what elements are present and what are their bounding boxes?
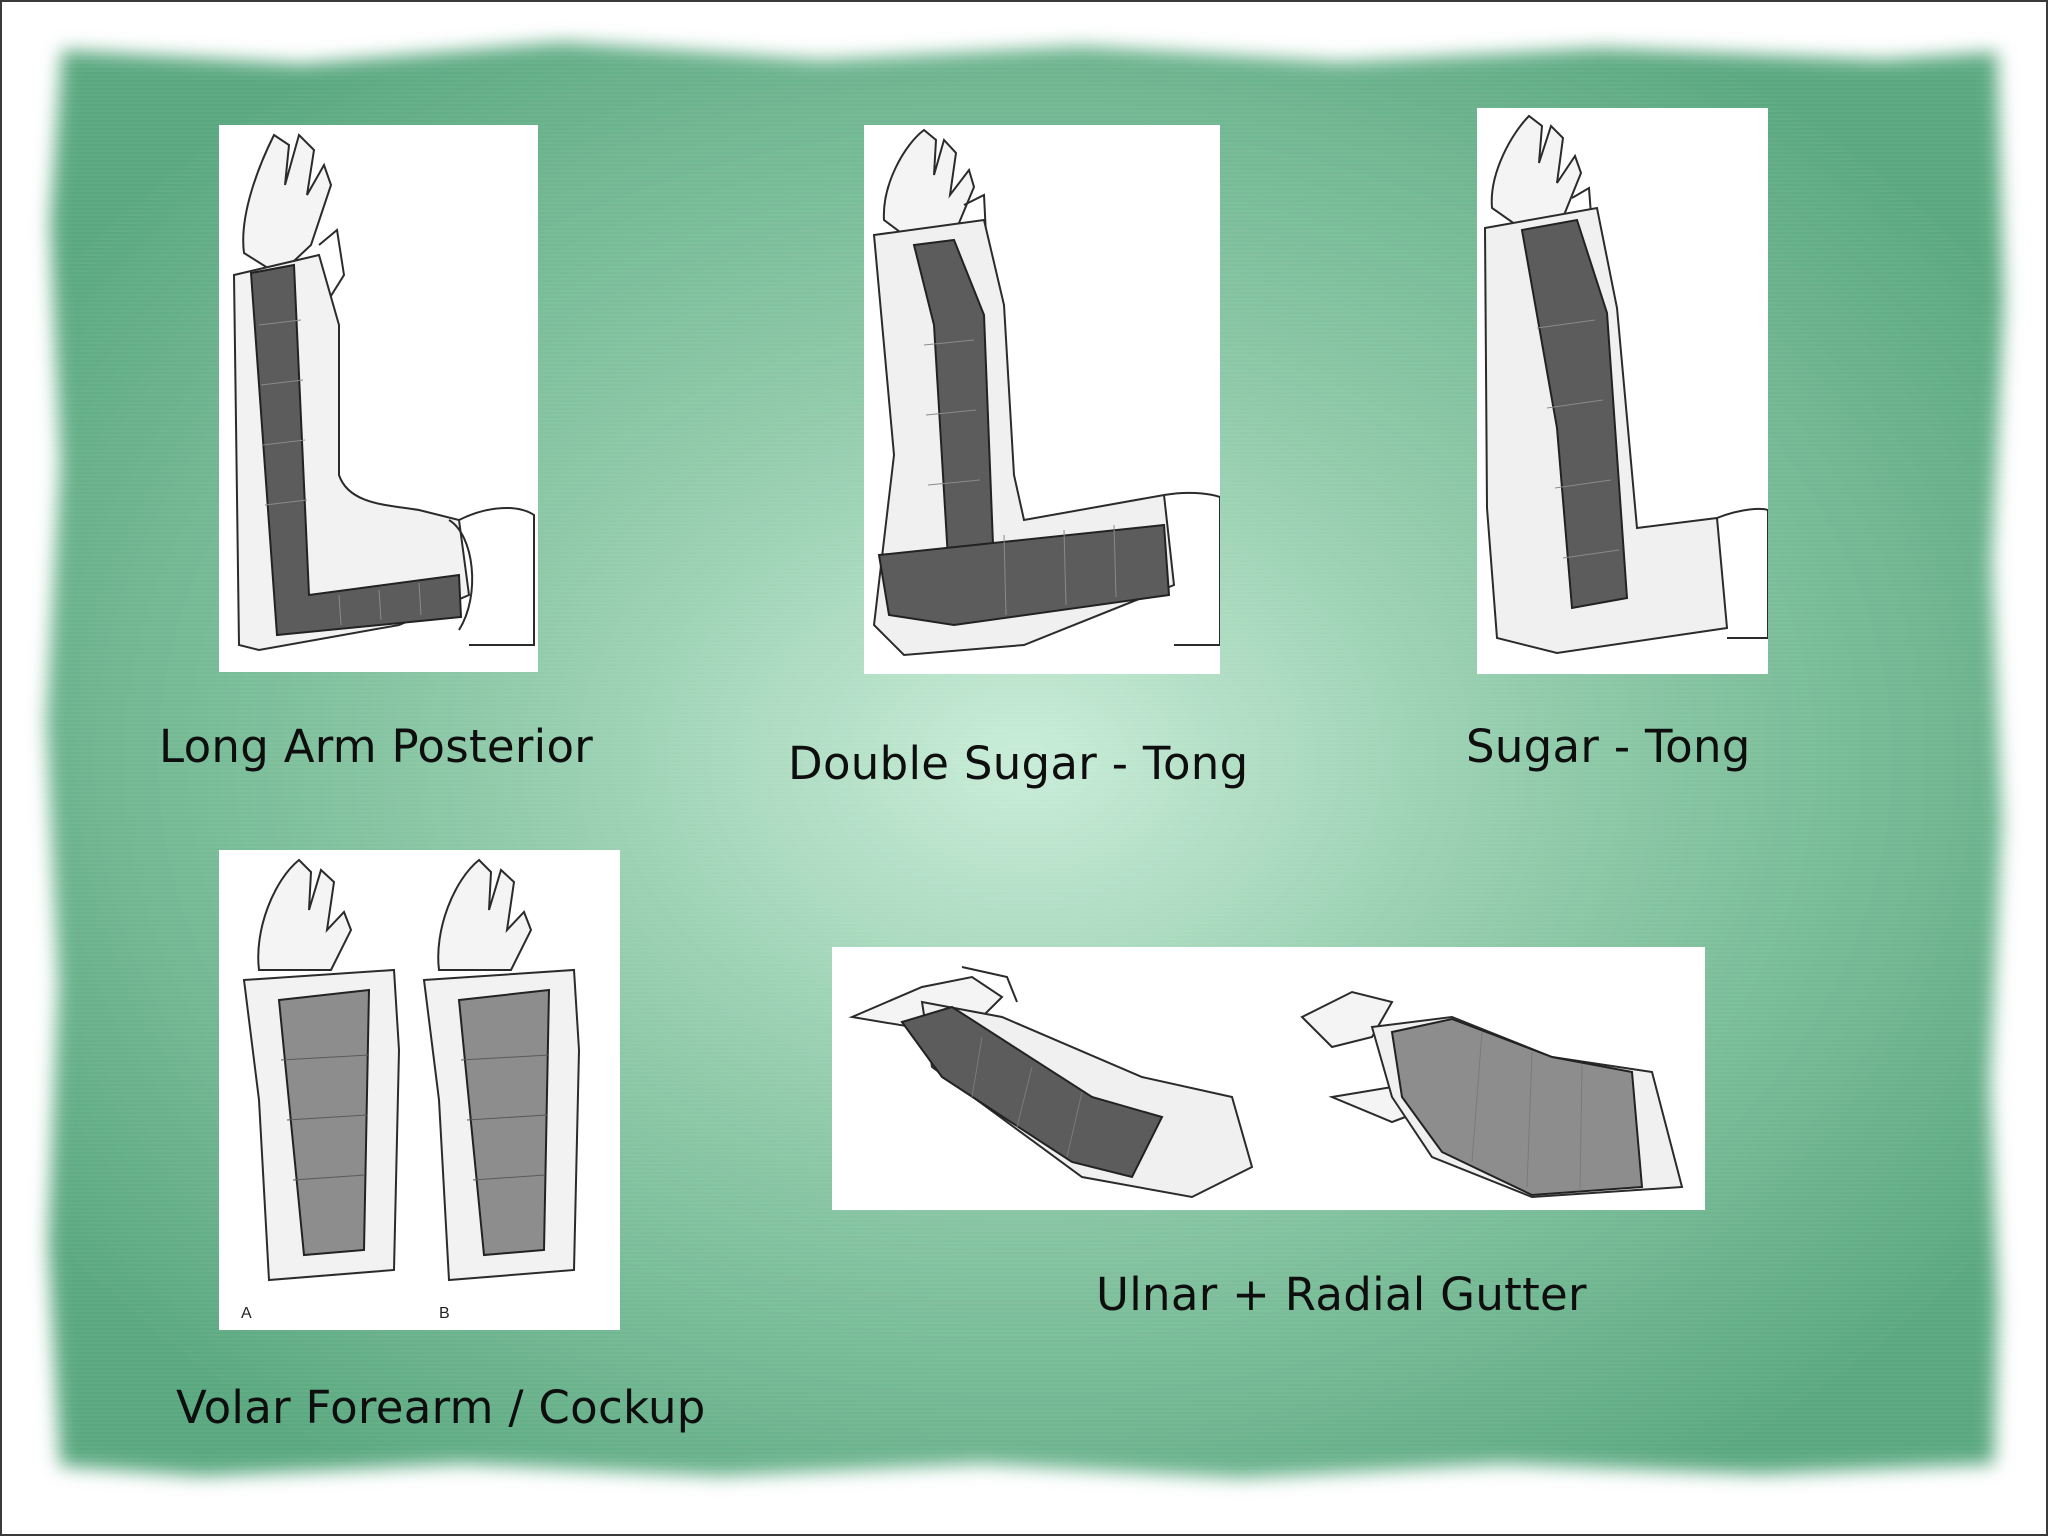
ulnar-radial-gutter-illustration bbox=[832, 947, 1705, 1210]
ulnar-radial-gutter-drawing bbox=[848, 966, 1684, 1199]
long-arm-posterior-drawing bbox=[232, 133, 535, 652]
long-arm-posterior-illustration bbox=[219, 125, 538, 672]
caption-long-arm-posterior: Long Arm Posterior bbox=[159, 720, 594, 773]
volar-forearm-drawing: A B bbox=[241, 858, 581, 1322]
caption-ulnar-radial-gutter: Ulnar + Radial Gutter bbox=[1096, 1268, 1587, 1321]
sugar-tong-illustration bbox=[1477, 108, 1768, 674]
panel-letter-a: A bbox=[241, 1305, 252, 1322]
caption-sugar-tong: Sugar - Tong bbox=[1466, 720, 1751, 773]
caption-double-sugar-tong: Double Sugar - Tong bbox=[788, 737, 1249, 790]
volar-forearm-illustration: A B bbox=[219, 850, 620, 1330]
double-sugar-tong-drawing bbox=[872, 128, 1220, 657]
sugar-tong-drawing bbox=[1483, 114, 1768, 655]
panel-letter-b: B bbox=[439, 1305, 450, 1322]
caption-volar-forearm: Volar Forearm / Cockup bbox=[176, 1381, 706, 1434]
double-sugar-tong-illustration bbox=[864, 125, 1220, 674]
